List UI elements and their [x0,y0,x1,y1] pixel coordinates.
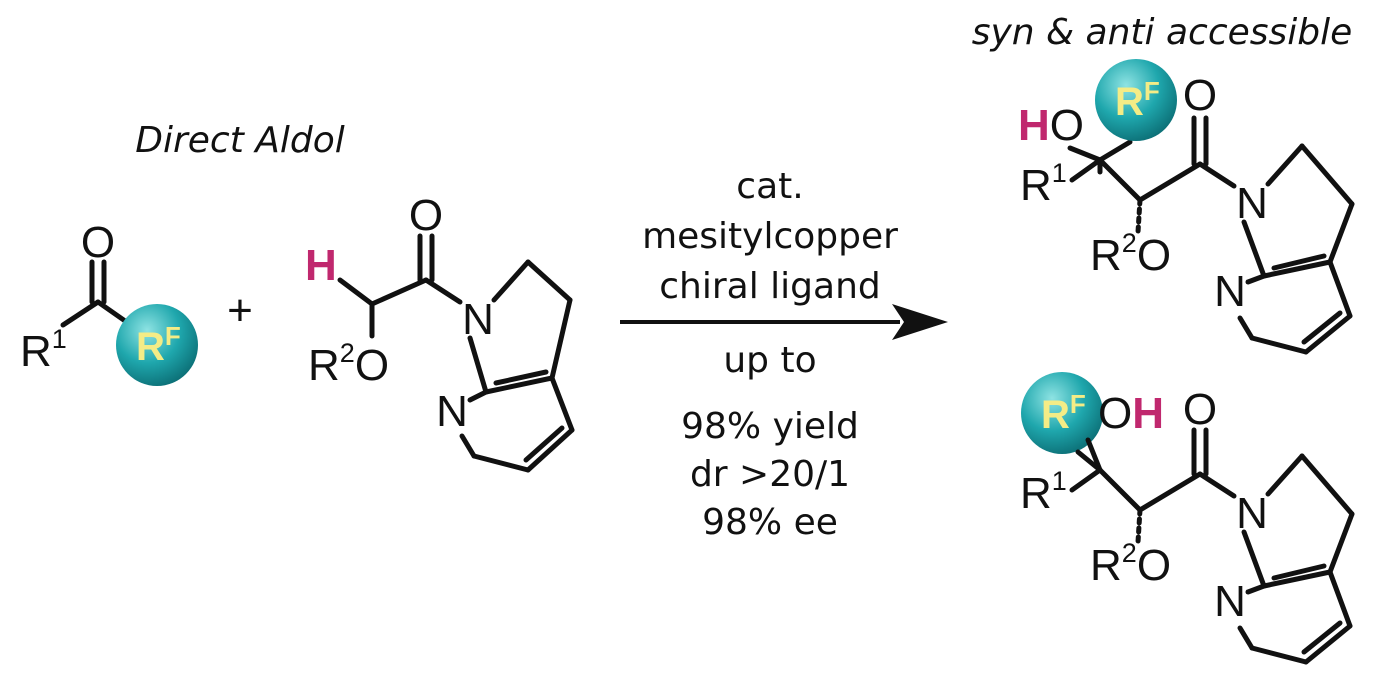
product2-amide-nitrogen: N [1236,489,1268,538]
product1-r2o: R2O [1090,228,1171,280]
svg-text:RF: RF [136,321,181,369]
rf-sphere-product2: RF [1021,372,1103,454]
svg-text:RF: RF [1041,389,1086,437]
amide-nitrogen: N [462,295,494,344]
svg-text:RF: RF [1115,76,1160,124]
product1-amide-nitrogen: N [1236,179,1268,228]
plus-sign: + [227,286,253,335]
rf-sphere-reactant: RF [116,304,198,386]
ketone-r1: R1 [20,324,67,376]
reactant-r2o: R2O [308,338,389,390]
alpha-hydrogen: H [305,241,337,290]
product2-r2o: R2O [1090,538,1171,590]
product1-r1: R1 [1020,158,1067,210]
product2-pyridine-nitrogen: N [1214,577,1246,626]
amide-reactant: H R2O O N N [305,191,575,473]
amide-oxygen: O [409,191,443,240]
syn-product: HO R1 RF R2O O N N [1018,59,1355,355]
condition-upto: up to [723,340,816,381]
anti-product: RF OH R1 R2O O N N [1020,372,1355,665]
condition-yield: 98% yield [681,406,859,447]
product1-hydroxyl: HO [1018,101,1084,150]
condition-ligand: chiral ligand [659,266,881,307]
condition-catalyst: mesitylcopper [642,216,898,257]
products-header: syn & anti accessible [972,12,1353,53]
product2-r1: R1 [1020,466,1067,518]
reaction-conditions: cat. mesitylcopper chiral ligand up to 9… [620,166,948,543]
product1-carbonyl-oxygen: O [1183,71,1217,120]
product1-pyridine-nitrogen: N [1214,267,1246,316]
rf-sphere-product1: RF [1095,59,1177,141]
scheme-title: Direct Aldol [135,120,345,161]
ketone-reactant: O R1 RF [20,218,198,386]
ketone-oxygen: O [81,218,115,267]
condition-cat: cat. [736,166,803,207]
pyridine-nitrogen: N [436,387,468,436]
condition-dr: dr >20/1 [690,454,850,495]
reaction-arrowhead [892,304,948,340]
product2-hydroxyl: OH [1098,389,1164,438]
condition-ee: 98% ee [702,502,838,543]
product2-carbonyl-oxygen: O [1183,385,1217,434]
